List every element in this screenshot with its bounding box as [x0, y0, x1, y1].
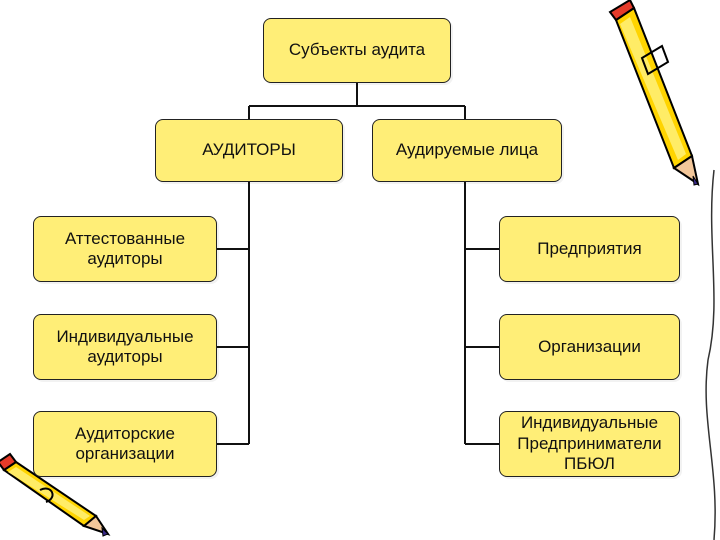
individual-auditors-label: Индивидуальные аудиторы — [56, 326, 194, 366]
audit-organizations-label: Аудиторские организации — [75, 423, 175, 463]
certified-auditors-label: Аттестованные аудиторы — [64, 228, 186, 268]
pencil-icon — [0, 452, 111, 537]
individual-entrepreneurs-label: Индивидуальные Предприниматели ПБЮЛ — [517, 413, 662, 474]
audited-entities-label: Аудируемые лица — [395, 140, 539, 160]
root-node: Субъекты аудита — [263, 18, 451, 83]
auditors-node: АУДИТОРЫ — [155, 119, 343, 182]
individual-entrepreneurs-node: Индивидуальные Предприниматели ПБЮЛ — [499, 411, 680, 477]
audited-entities-node: Аудируемые лица — [372, 119, 562, 182]
pencil-icon — [608, 0, 700, 187]
enterprises-node: Предприятия — [499, 216, 680, 282]
certified-auditors-node: Аттестованные аудиторы — [33, 216, 217, 282]
organizations-label: Организации — [538, 336, 641, 356]
organizations-node: Организации — [499, 314, 680, 380]
enterprises-label: Предприятия — [537, 238, 642, 258]
root-label: Субъекты аудита — [288, 40, 426, 60]
edge-line — [705, 169, 716, 540]
audit-organizations-node: Аудиторские организации — [33, 411, 217, 477]
auditors-label: АУДИТОРЫ — [202, 140, 296, 160]
individual-auditors-node: Индивидуальные аудиторы — [33, 314, 217, 380]
